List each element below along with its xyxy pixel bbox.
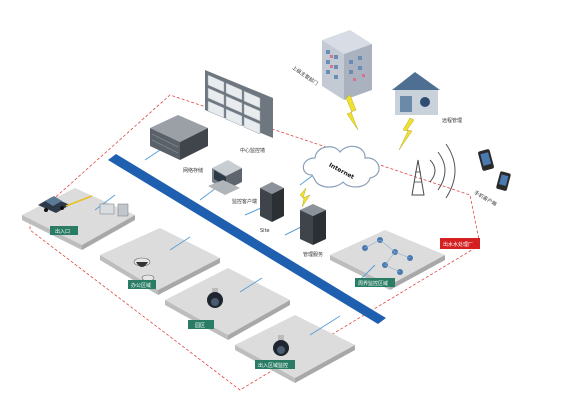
house-icon <box>392 72 440 115</box>
svg-text:办公区域: 办公区域 <box>131 282 151 289</box>
server-icon-1 <box>260 182 284 222</box>
camera-icon-zone1 <box>99 203 129 217</box>
zone-tag-2: 办公区域 <box>128 280 156 289</box>
video-wall-icon <box>205 70 273 138</box>
perimeter-dashed <box>29 94 481 391</box>
label-storage: 网络存储 <box>183 167 203 174</box>
storage-server-icon <box>150 115 208 160</box>
server-icon-2 <box>300 204 326 245</box>
phone-icon <box>478 149 511 191</box>
zone-tag-1: 出入口 <box>50 226 78 235</box>
lightning-icons <box>299 94 415 208</box>
map-nodes <box>362 237 413 275</box>
tower-icon <box>411 143 456 199</box>
svg-text:园区: 园区 <box>195 323 205 329</box>
network-backbone <box>108 154 386 324</box>
zone-platform-1 <box>22 188 135 250</box>
barrier-gate <box>65 195 93 207</box>
workstation-icon <box>208 160 242 195</box>
building-icon <box>322 30 372 100</box>
svg-text:出水水处理厂: 出水水处理厂 <box>443 241 473 248</box>
label-server2: 管理服务 <box>303 251 323 258</box>
vehicle-icon <box>38 196 70 213</box>
svg-text:出入口: 出入口 <box>55 228 70 235</box>
label-remote: 远程管理 <box>442 117 462 124</box>
label-superior: 上级主管部门 <box>291 64 320 87</box>
zone-tag-4: 出入区域监控 <box>255 360 295 369</box>
camera-icon-zone4 <box>273 335 289 356</box>
camera-icon-zone2 <box>133 257 155 282</box>
zone-tag-5: 周界监控区域 <box>355 278 395 287</box>
red-tag: 出水水处理厂 <box>440 238 480 249</box>
label-mobile: 手机客户端 <box>473 189 498 208</box>
label-video-wall: 中心监控墙 <box>240 147 265 154</box>
zone-tag-3: 园区 <box>188 320 214 329</box>
svg-text:周界监控区域: 周界监控区域 <box>358 280 388 287</box>
label-server1: Site <box>260 228 270 234</box>
camera-icon-zone3 <box>207 288 223 308</box>
svg-text:出入区域监控: 出入区域监控 <box>258 362 288 369</box>
label-workstation: 监控客户端 <box>232 198 257 205</box>
cloud-icon <box>302 145 380 188</box>
